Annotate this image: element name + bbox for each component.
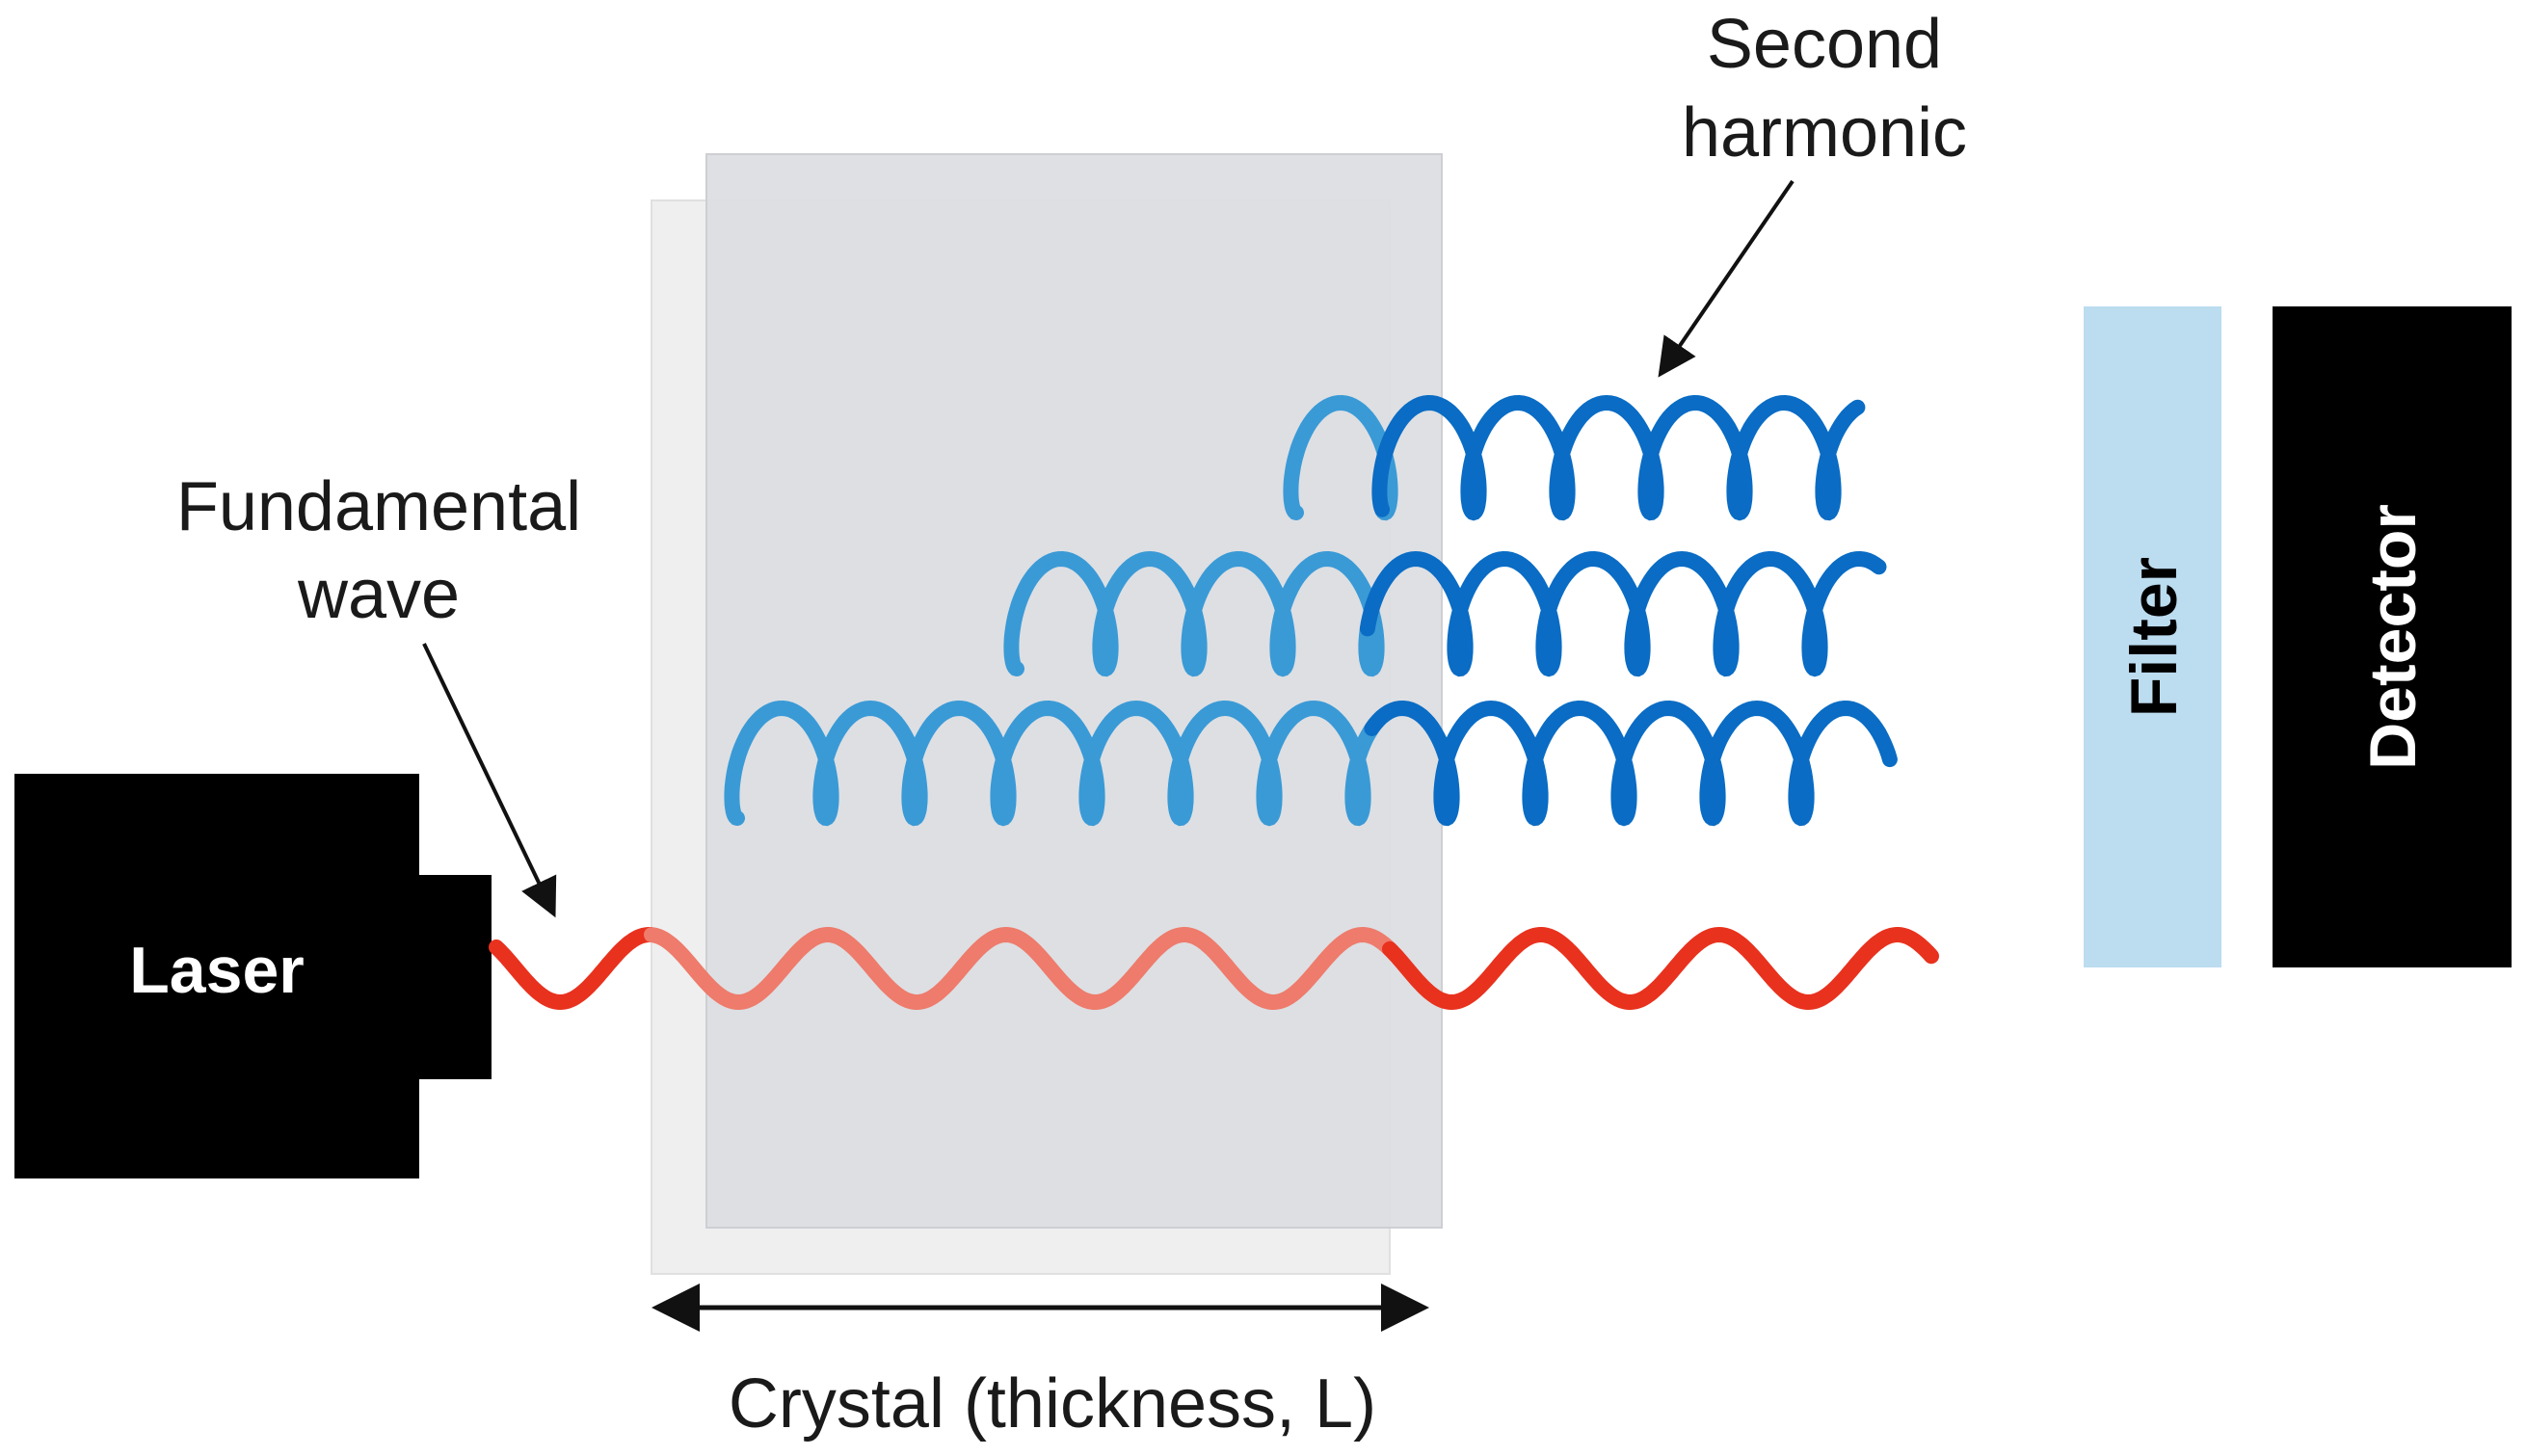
second-harmonic-label-line2: harmonic: [1682, 94, 1967, 172]
detector-label: Detector: [2356, 504, 2430, 770]
second-harmonic-wave-1-exit: [1371, 394, 1866, 521]
detector: Detector: [2273, 306, 2512, 967]
laser-label: Laser: [129, 934, 304, 1007]
second-harmonic-waves: [724, 394, 1898, 827]
filter: Filter: [2084, 306, 2221, 967]
arrow-second-harmonic: [1658, 179, 1795, 378]
second-harmonic-label-line1: Second: [1707, 6, 1942, 83]
detector-body: [2273, 306, 2512, 967]
filter-label: Filter: [2117, 557, 2191, 717]
second-harmonic-wave-1-in-crystal: [1283, 394, 1398, 521]
fundamental-annotation: Fundamental wave: [176, 468, 581, 918]
fundamental-wave: [489, 926, 1939, 1011]
fundamental-wave-segment-exit: [1382, 926, 1939, 1011]
second-harmonic-wave-3-in-crystal: [724, 700, 1379, 827]
fundamental-wave-segment-in-crystal: [644, 926, 1397, 1011]
second-harmonic-annotation: Second harmonic: [1658, 6, 1967, 378]
arrow-fundamental: [422, 643, 557, 918]
fundamental-label-line2: wave: [297, 556, 460, 633]
laser: Laser: [14, 774, 492, 1178]
second-harmonic-wave-3-exit: [1364, 700, 1898, 827]
filter-body: [2084, 306, 2221, 967]
second-harmonic-wave-2-in-crystal: [1003, 550, 1385, 677]
laser-body: [14, 774, 419, 1178]
crystal-front-pane: [705, 153, 1443, 1229]
crystal-label: Crystal (thickness, L): [729, 1365, 1376, 1443]
fundamental-wave-segment-entry: [489, 927, 658, 1011]
crystal-annotation: Crystal (thickness, L): [651, 1284, 1429, 1443]
laser-nozzle: [414, 875, 492, 1079]
second-harmonic-wave-2-exit: [1359, 550, 1887, 677]
fundamental-label-line1: Fundamental: [176, 468, 581, 545]
